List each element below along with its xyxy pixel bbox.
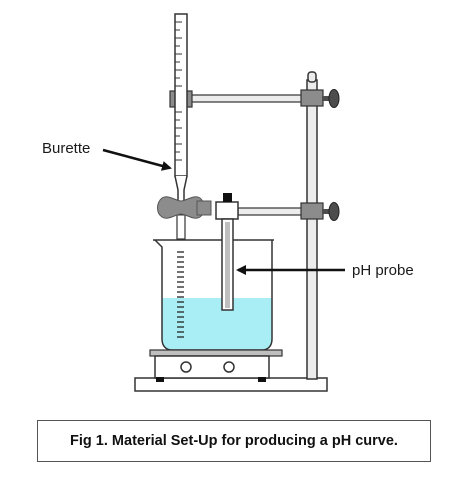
lower-clamp-arm [237, 207, 303, 216]
upper-knob [328, 89, 340, 108]
burette-stopcock [157, 196, 212, 219]
stand-rod [306, 79, 318, 380]
lower-knob [328, 202, 340, 221]
burette-label: Burette [42, 140, 91, 157]
figure-caption-box: Fig 1. Material Set-Up for producing a p… [37, 420, 431, 462]
beaker [153, 239, 274, 351]
figure-caption: Fig 1. Material Set-Up for producing a p… [70, 433, 398, 449]
lower-boss-head [300, 202, 324, 220]
upper-clamp-arm [189, 94, 303, 103]
burette-arrow [102, 148, 172, 171]
probe-cap [223, 193, 232, 202]
apparatus-diagram [102, 13, 345, 392]
probe-clamp [215, 201, 239, 220]
upper-boss-head [300, 89, 324, 107]
ph-probe [221, 218, 234, 311]
ph-probe-label: pH probe [352, 262, 414, 279]
stirrer-plate [149, 349, 283, 382]
